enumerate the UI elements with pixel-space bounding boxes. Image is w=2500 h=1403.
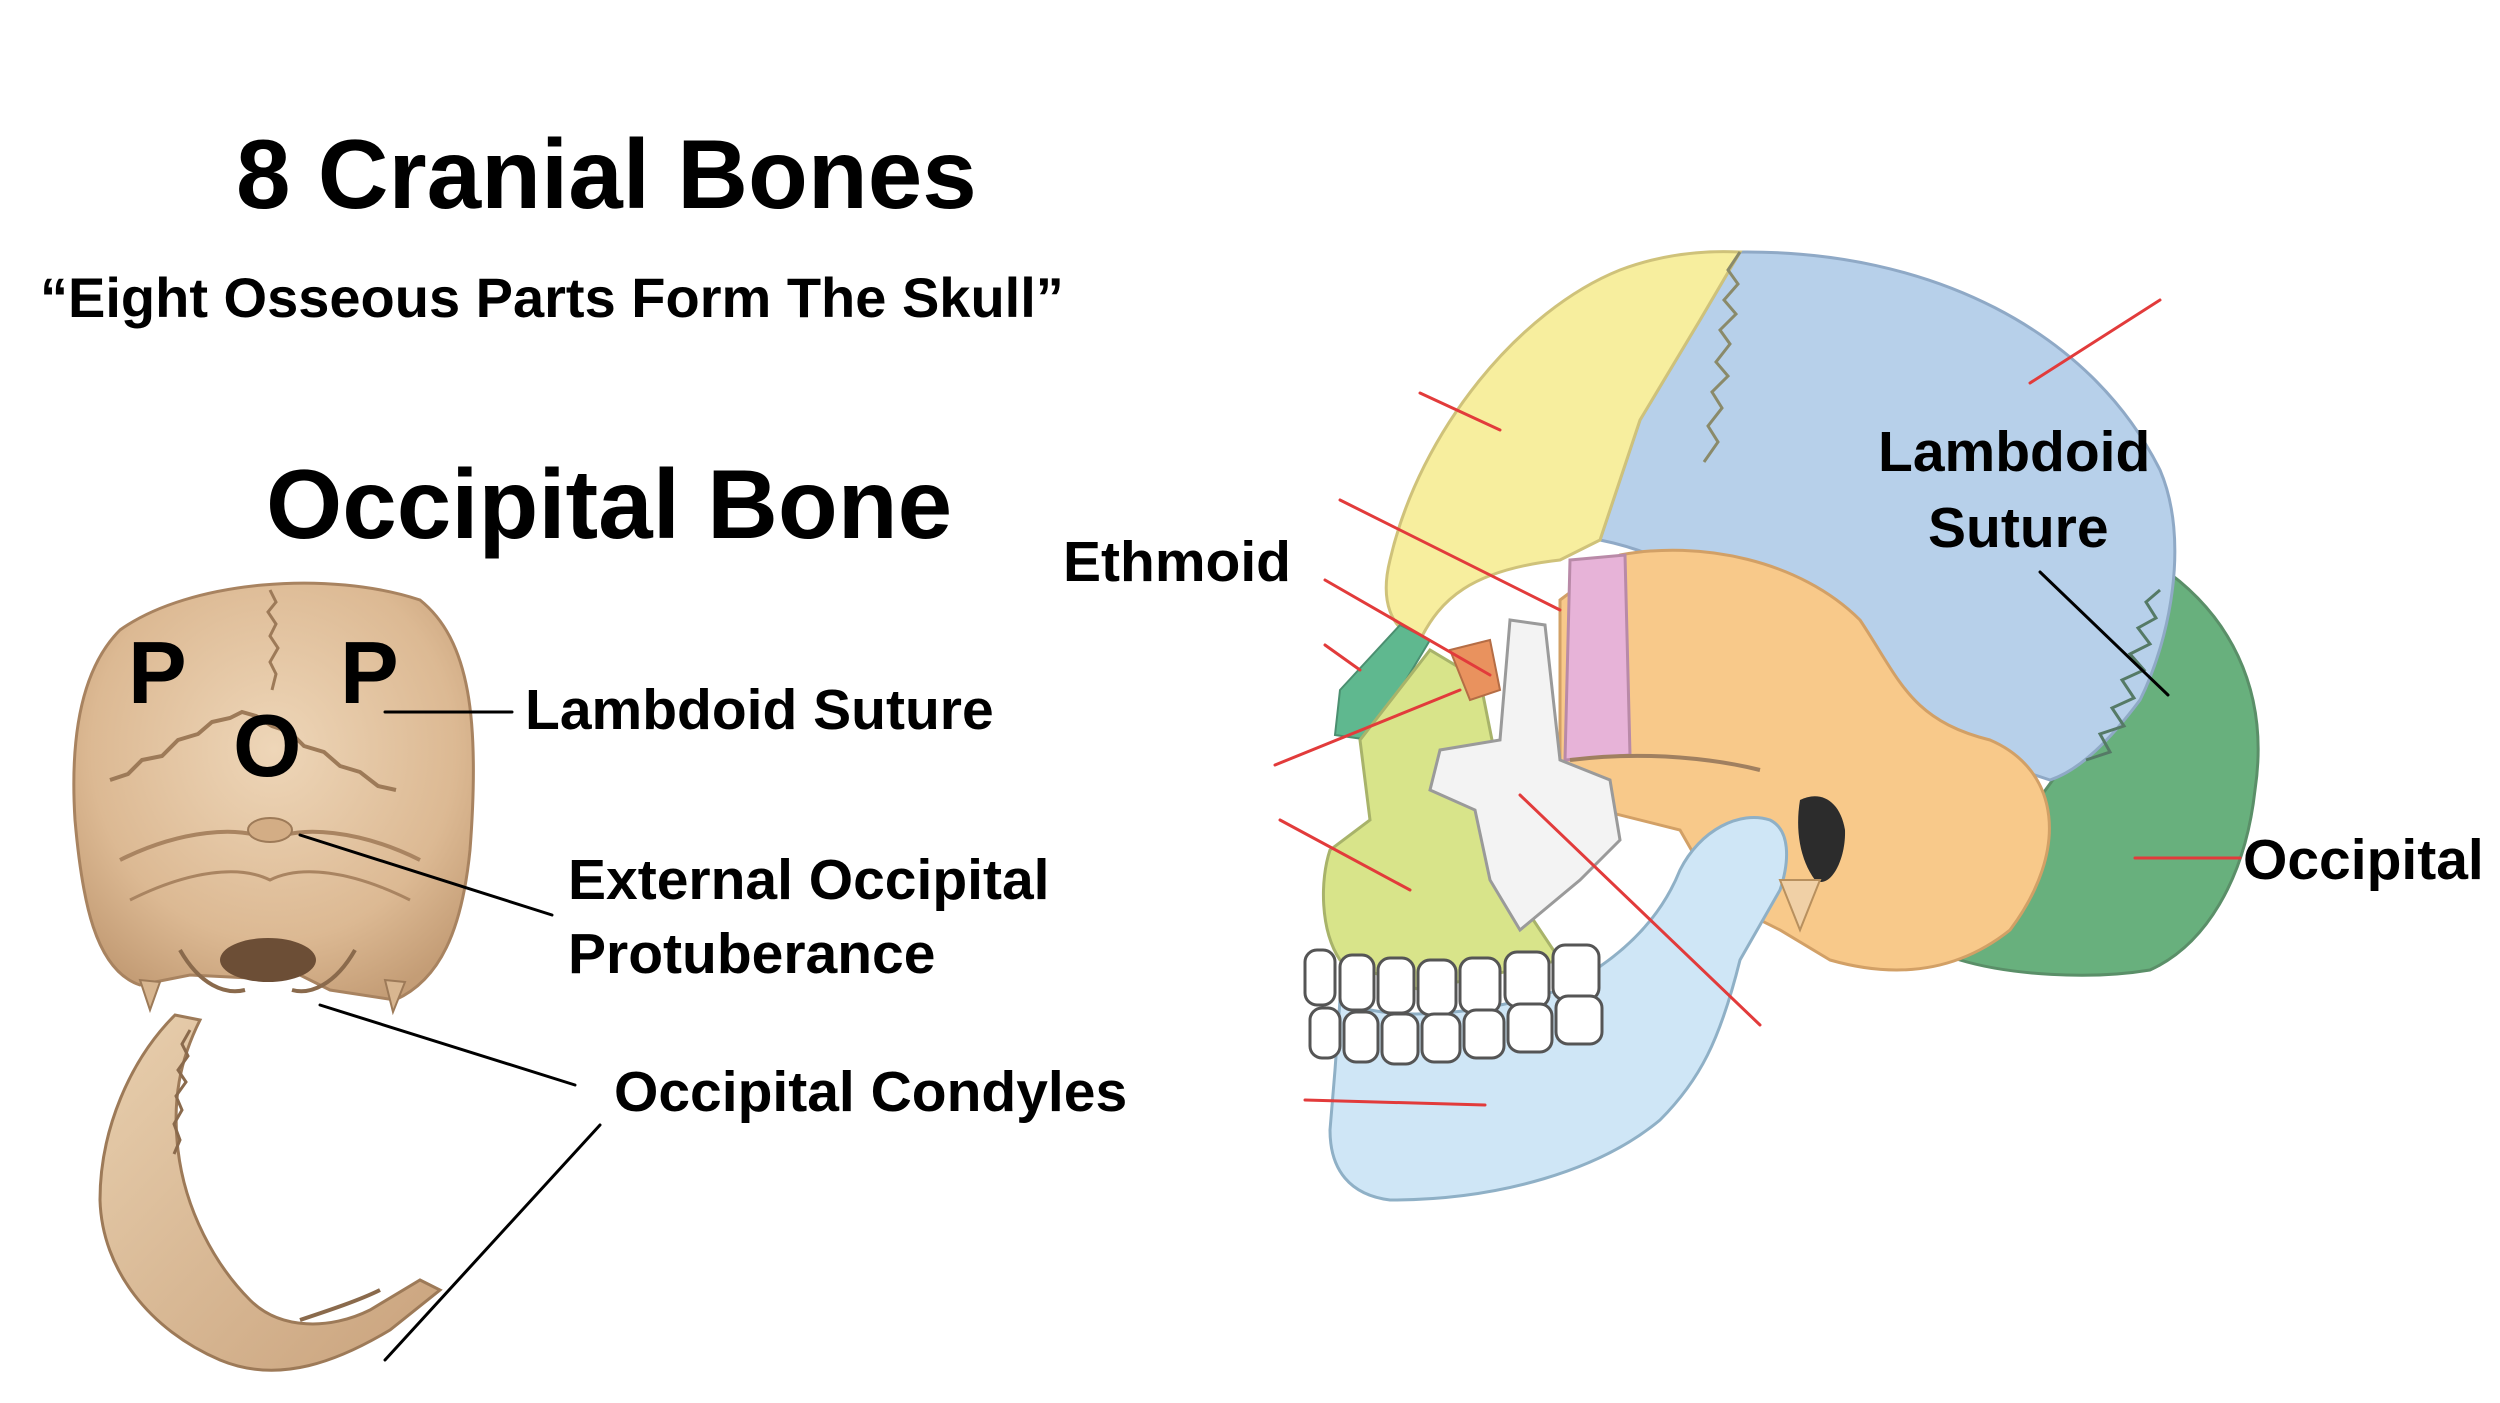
protuberance-leader	[298, 833, 554, 917]
lateral-skull-illustration	[1303, 250, 2260, 1202]
ethmoid-leader	[1323, 578, 1492, 677]
page-title: 8 Cranial Bones	[236, 119, 977, 229]
label-occipital: Occipital	[2243, 828, 2484, 892]
sphenoid-region	[1563, 553, 1632, 762]
label-protuberance: Protuberance	[568, 922, 936, 986]
label-occipital-condyles: Occipital Condyles	[614, 1060, 1128, 1124]
pop-letter-right-p: P	[340, 623, 399, 722]
temporal-region	[1558, 548, 2051, 972]
teeth	[1303, 943, 1604, 1066]
lambdoid-suture-leader	[2038, 570, 2170, 697]
posterior-skull-illustration	[72, 581, 475, 1016]
condyles-leader-1	[318, 1003, 577, 1087]
leader-lines	[298, 298, 2242, 1362]
occipital-bone-illustration	[98, 1013, 443, 1372]
condyles-leader-2	[383, 1123, 602, 1362]
zygomatic-region	[1428, 618, 1622, 933]
mnemonic-subtitle: “Eight Osseous Parts Form The Skull”	[40, 266, 1064, 329]
label-suture: Suture	[1928, 496, 2109, 560]
label-lambdoid: Lambdoid	[1878, 420, 2151, 484]
label-external-occipital: External Occipital	[568, 848, 1050, 912]
occipital-bone-title: Occipital Bone	[266, 449, 953, 559]
frontal-region	[1384, 250, 1743, 642]
pop-letter-o: O	[233, 696, 302, 795]
pop-letter-left-p: P	[128, 623, 187, 722]
label-ethmoid: Ethmoid	[1063, 530, 1291, 594]
label-lambdoid-suture: Lambdoid Suture	[525, 678, 994, 742]
